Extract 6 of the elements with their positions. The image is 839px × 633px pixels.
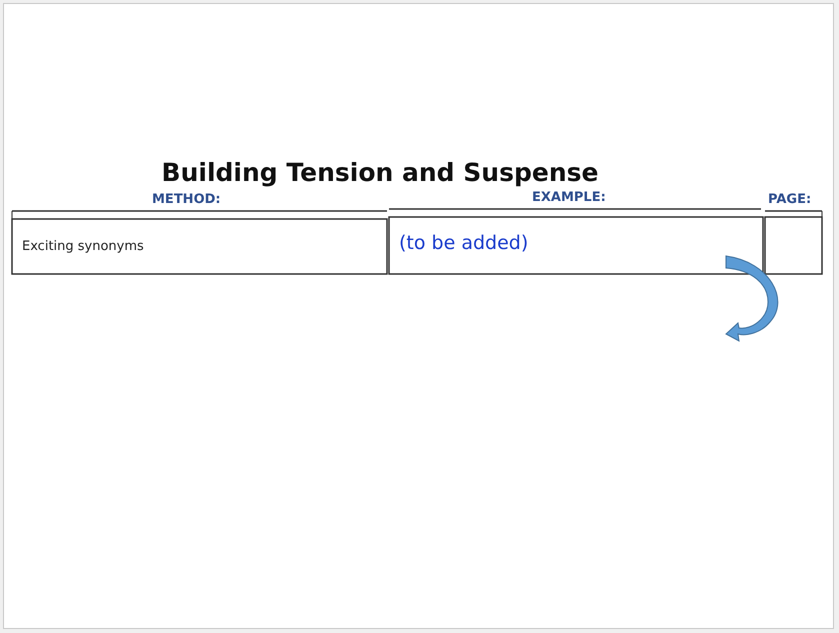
column-header: EXAMPLE: [532,190,606,205]
placeholder-text: (to be added) [399,232,528,254]
title: Building Tension and Suspense [160,158,600,187]
column-header: PAGE: [768,192,812,207]
table-cell-text: Exciting synonyms [22,239,144,254]
column-header: METHOD: [152,192,221,207]
